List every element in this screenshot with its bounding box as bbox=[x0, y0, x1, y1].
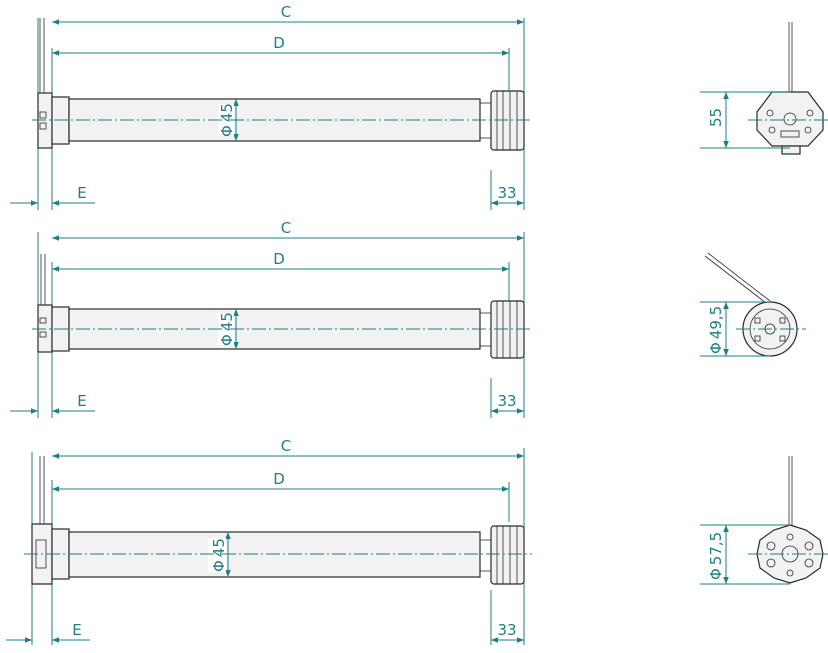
motor-variant-2: C D E 33 Φ45 bbox=[10, 219, 532, 418]
dimension-33-label: 33 bbox=[497, 184, 516, 202]
motor-variant-1: C D E 33 Φ45 bbox=[10, 3, 532, 210]
dimension-d-label: D bbox=[273, 34, 285, 52]
end-view-3: Φ57,5 bbox=[700, 456, 828, 585]
dimension-d-label: D bbox=[273, 470, 285, 488]
end-view-3-dimension: Φ57,5 bbox=[707, 532, 725, 580]
dimension-e-label: E bbox=[77, 184, 86, 202]
dimension-33-label: 33 bbox=[497, 621, 516, 639]
dimension-c-label: C bbox=[281, 219, 291, 237]
end-view-1: 55 bbox=[700, 22, 828, 155]
dimension-c-label: C bbox=[281, 3, 291, 21]
dimension-d-label: D bbox=[273, 250, 285, 268]
end-view-1-dimension: 55 bbox=[707, 108, 725, 127]
dimension-e-label: E bbox=[72, 621, 81, 639]
tube-diameter-label: Φ45 bbox=[210, 538, 228, 572]
end-view-2-dimension: Φ49,5 bbox=[707, 306, 725, 354]
motor-variant-3: C D E 33 Φ45 bbox=[6, 437, 532, 645]
dimension-33-label: 33 bbox=[497, 392, 516, 410]
tube-diameter-label: Φ45 bbox=[218, 312, 236, 346]
dimension-e-label: E bbox=[77, 392, 86, 410]
tube-diameter-label: Φ45 bbox=[218, 103, 236, 137]
dimension-c-label: C bbox=[281, 437, 291, 455]
end-view-2: Φ49,5 bbox=[700, 252, 806, 357]
